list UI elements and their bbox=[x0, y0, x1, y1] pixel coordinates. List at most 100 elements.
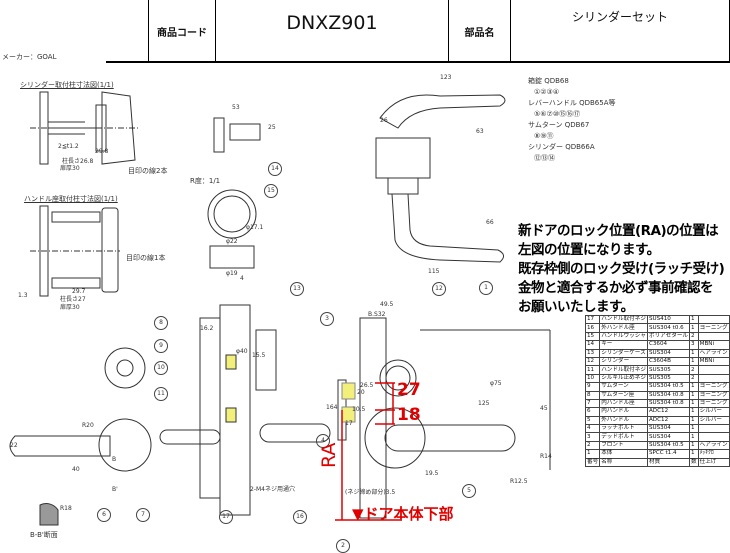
table-header: 名称 bbox=[600, 458, 648, 466]
table-cell: SUS304 t0.8 bbox=[647, 391, 689, 399]
table-cell: 14 bbox=[586, 341, 600, 349]
lever-handle-top bbox=[376, 95, 505, 262]
table-cell: ヘアライン bbox=[698, 441, 729, 449]
table-row: 6内ハンドルADC121シルバー固着 bbox=[586, 408, 730, 416]
mark-lines-2: 目印の線2本 bbox=[128, 166, 167, 176]
table-cell: ADC12 bbox=[647, 416, 689, 424]
table-cell bbox=[698, 433, 729, 441]
table-cell: 1 bbox=[690, 357, 699, 365]
dimension-label: 123 bbox=[440, 74, 451, 81]
table-cell: デッドボルト bbox=[600, 433, 648, 441]
table-cell: 1 bbox=[690, 383, 699, 391]
cylinder-detail-title: シリンダー取付柱寸法図(1/1) bbox=[20, 80, 114, 90]
callout-10: 10 bbox=[154, 361, 168, 375]
table-cell: ヘアライン bbox=[698, 349, 729, 357]
table-cell: SUS305 bbox=[647, 374, 689, 382]
table-cell: C3604 bbox=[647, 341, 689, 349]
table-cell: ポリアセタール bbox=[647, 332, 689, 340]
dimension-label: φ17.1 bbox=[246, 224, 263, 231]
table-cell: 13 bbox=[586, 349, 600, 357]
table-row: 11ハンドル取付ネジSUS3052M4x12 bbox=[586, 366, 730, 374]
dim-18: 18 bbox=[397, 405, 421, 425]
table-cell: MBNi bbox=[698, 341, 729, 349]
dimension-label: 66 bbox=[486, 219, 494, 226]
dimension-label: 29.8 bbox=[95, 148, 108, 155]
table-cell: SUS304 bbox=[647, 425, 689, 433]
callout-14: 14 bbox=[268, 162, 282, 176]
section-label: B-B'断面 bbox=[30, 530, 58, 540]
table-cell: ADC12 bbox=[647, 408, 689, 416]
dimension-label: B bbox=[112, 456, 116, 463]
set-parts: ⑧⑨⑪ bbox=[528, 131, 615, 142]
note-line: 左図の位置になります。 bbox=[518, 241, 724, 260]
dimension-label: φ75 bbox=[490, 380, 502, 387]
table-cell: 外ハンドル bbox=[600, 416, 648, 424]
table-cell: SUS304 bbox=[647, 433, 689, 441]
table-header: 材質 bbox=[647, 458, 689, 466]
table-cell: MBNi bbox=[698, 357, 729, 365]
table-cell: SUS304 bbox=[647, 349, 689, 357]
dimension-label: R12.5 bbox=[510, 478, 528, 485]
dimension-label: 2-M4ネジ用通穴 bbox=[250, 484, 295, 493]
dimension-label: 125 bbox=[478, 400, 489, 407]
table-cell bbox=[698, 374, 729, 382]
dimension-label: B.S32 bbox=[368, 311, 385, 318]
table-cell: 8 bbox=[586, 391, 600, 399]
note-line: 既存枠側のロック受け(ラッチ受け) bbox=[518, 260, 724, 279]
dimension-label: φ19 bbox=[226, 270, 238, 277]
table-cell: SPCC t1.4 bbox=[647, 450, 689, 458]
table-cell: 1 bbox=[690, 316, 699, 324]
table-cell: シルバー bbox=[698, 408, 729, 416]
table-cell: 2 bbox=[690, 366, 699, 374]
dimension-label: 1.3 bbox=[18, 292, 28, 299]
dimension-label: 53 bbox=[232, 104, 240, 111]
table-row: 12シリンダーC3604B1MBNi5本ピン bbox=[586, 357, 730, 365]
table-cell: 2 bbox=[586, 441, 600, 449]
table-cell: 1 bbox=[690, 416, 699, 424]
dimension-label: 26.5 bbox=[360, 382, 373, 389]
dimension-label: R20 bbox=[82, 422, 94, 429]
table-cell: SUS304 t0.5 bbox=[647, 441, 689, 449]
table-cell: 1 bbox=[690, 391, 699, 399]
dimension-label: 4 bbox=[240, 275, 244, 282]
dimension-label: R18 bbox=[60, 505, 72, 512]
table-cell: 11 bbox=[586, 366, 600, 374]
callout-2: 2 bbox=[336, 539, 350, 553]
table-cell: 本体 bbox=[600, 450, 648, 458]
dimension-label: 2≦t1.2 bbox=[58, 143, 79, 150]
table-cell: ヨーニング bbox=[698, 383, 729, 391]
table-cell: 17 bbox=[586, 316, 600, 324]
dimension-label: 164 bbox=[326, 404, 337, 411]
table-cell: C3604B bbox=[647, 357, 689, 365]
dimension-label: (ネジ締め部分)3.5 bbox=[345, 487, 395, 496]
table-row: 5外ハンドルADC121シルバー固着 bbox=[586, 416, 730, 424]
callout-12: 12 bbox=[432, 282, 446, 296]
callout-15: 15 bbox=[264, 184, 278, 198]
door-bottom-label: ▼ドア本体下部 bbox=[352, 503, 454, 524]
scale-label: R度：1/1 bbox=[190, 176, 220, 186]
handle-side-view bbox=[10, 348, 330, 525]
table-cell: 2 bbox=[690, 332, 699, 340]
dimension-label: 63 bbox=[476, 128, 484, 135]
dimension-label: 26 bbox=[380, 117, 388, 124]
table-cell: ヨーニング bbox=[698, 399, 729, 407]
table-header-row: 番号名称材質数仕上げ備考 bbox=[586, 458, 730, 466]
key-drawing bbox=[214, 118, 260, 152]
table-cell: 12 bbox=[586, 357, 600, 365]
dimension-label: 扉厚30 bbox=[60, 163, 80, 172]
set-parts: ⑫⑬⑭ bbox=[528, 153, 615, 164]
parts-table: 17ハンドル取付ネジSUS4101M4皿頭16外ハンドル座SUS304 t0.6… bbox=[585, 315, 730, 467]
table-cell: ヨーニング bbox=[698, 324, 729, 332]
note-line: 新ドアのロック位置(RA)の位置は bbox=[518, 222, 724, 241]
table-cell: 2 bbox=[690, 374, 699, 382]
table-cell: サムターン bbox=[600, 383, 648, 391]
handle-detail-title: ハンドル座取付柱寸法図(1/1) bbox=[24, 194, 118, 204]
table-cell: 1 bbox=[690, 441, 699, 449]
callout-6: 6 bbox=[97, 508, 111, 522]
table-cell: 4 bbox=[586, 425, 600, 433]
table-cell: フロント bbox=[600, 441, 648, 449]
